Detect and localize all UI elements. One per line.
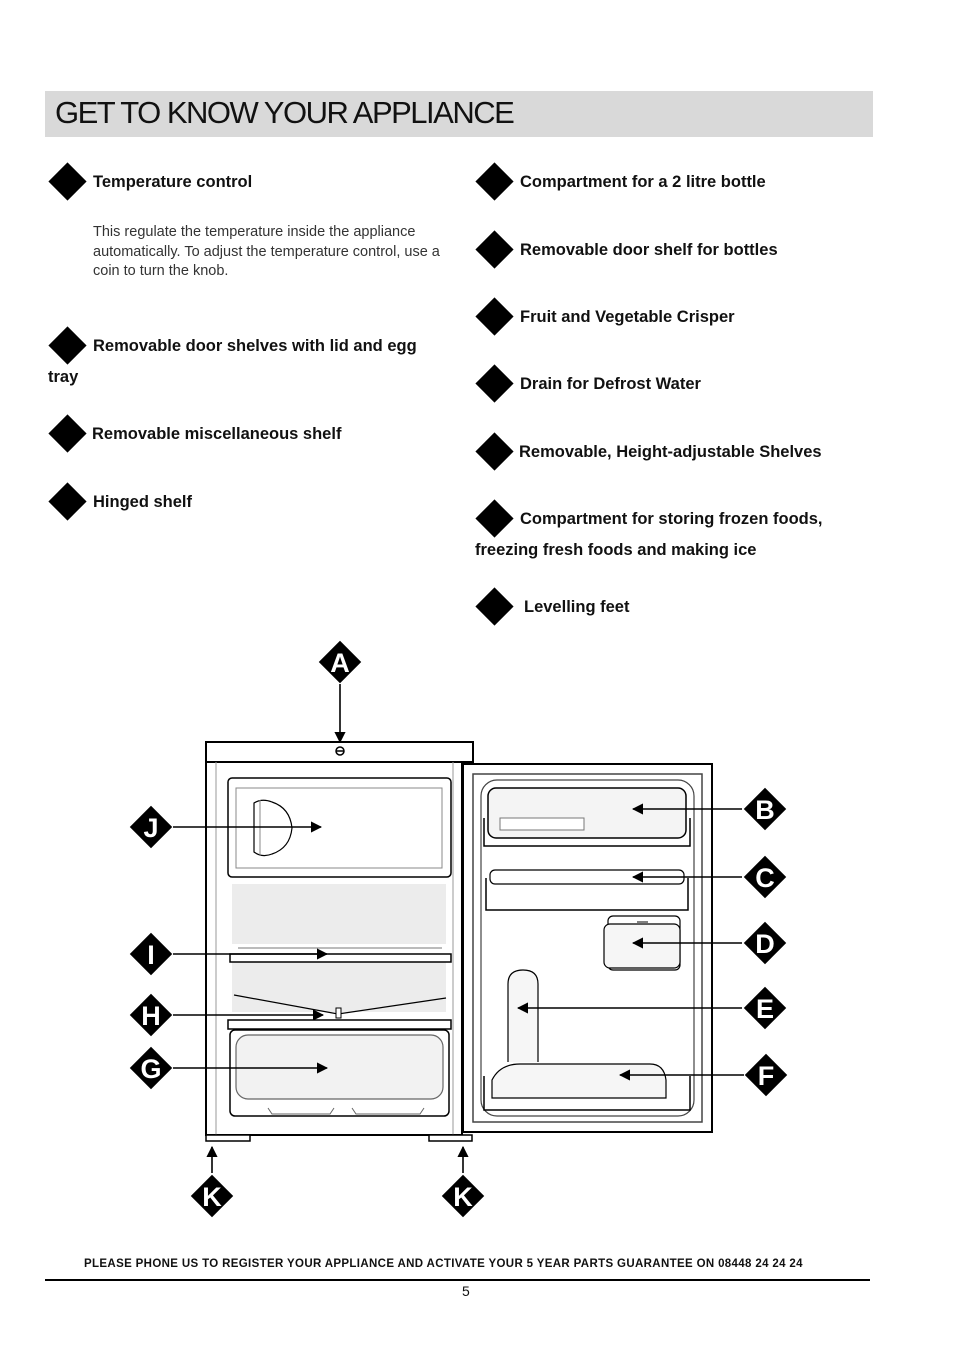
callout-c: C [743, 855, 787, 899]
svg-text:E: E [756, 994, 774, 1024]
svg-text:H: H [141, 1001, 161, 1031]
temperature-control-description: This regulate the temperature inside the… [93, 224, 440, 279]
crisper-label: Fruit and Vegetable Crisper [520, 308, 735, 326]
svg-text:G: G [140, 1054, 161, 1084]
callout-k-left: K [190, 1174, 234, 1218]
svg-text:C: C [755, 863, 775, 893]
svg-text:B: B [755, 795, 775, 825]
feet-label: Levelling feet [524, 598, 630, 616]
callout-i: I [129, 932, 173, 976]
callout-d: D [743, 921, 787, 965]
frozen-label-continued: freezing fresh foods and making ice [475, 541, 757, 559]
page-title: GET TO KNOW YOUR APPLIANCE [55, 95, 515, 130]
drain-label: Drain for Defrost Water [520, 375, 701, 393]
door-shelves-label: Removable door shelves with lid and egg [93, 337, 417, 355]
door-shelves-label-continued: tray [48, 368, 79, 386]
hinged-shelf-label: Hinged shelf [93, 493, 193, 511]
bottle-shelf-label: Removable door shelf for bottles [520, 241, 778, 259]
misc-shelf-label: Removable miscellaneous shelf [92, 425, 342, 443]
shelves-label: Removable, Height-adjustable Shelves [519, 443, 822, 461]
svg-text:K: K [453, 1182, 473, 1212]
callout-e: E [743, 986, 787, 1030]
callout-f: F [744, 1053, 788, 1097]
callout-k-right: K [441, 1174, 485, 1218]
registration-notice: PLEASE PHONE US TO REGISTER YOUR APPLIAN… [84, 1258, 803, 1270]
frozen-label: Compartment for storing frozen foods, [520, 510, 823, 528]
svg-text:J: J [143, 813, 158, 843]
title-bar: GET TO KNOW YOUR APPLIANCE [45, 91, 873, 137]
callout-a: A [318, 640, 362, 684]
temperature-control-label: Temperature control [93, 173, 253, 191]
svg-text:D: D [755, 929, 775, 959]
fridge-door [462, 763, 713, 1133]
callout-h: H [129, 993, 173, 1037]
callout-g: G [129, 1046, 173, 1090]
page-number: 5 [462, 1283, 470, 1299]
callout-b: B [743, 787, 787, 831]
callout-arrows [173, 684, 744, 1173]
svg-text:A: A [330, 648, 350, 678]
svg-text:K: K [202, 1182, 222, 1212]
fridge-cabinet [205, 741, 474, 1142]
callout-j: J [129, 805, 173, 849]
svg-text:F: F [758, 1061, 775, 1091]
bottle-compartment-label: Compartment for a 2 litre bottle [520, 173, 766, 191]
footer-divider [45, 1279, 870, 1281]
svg-text:I: I [147, 940, 155, 970]
